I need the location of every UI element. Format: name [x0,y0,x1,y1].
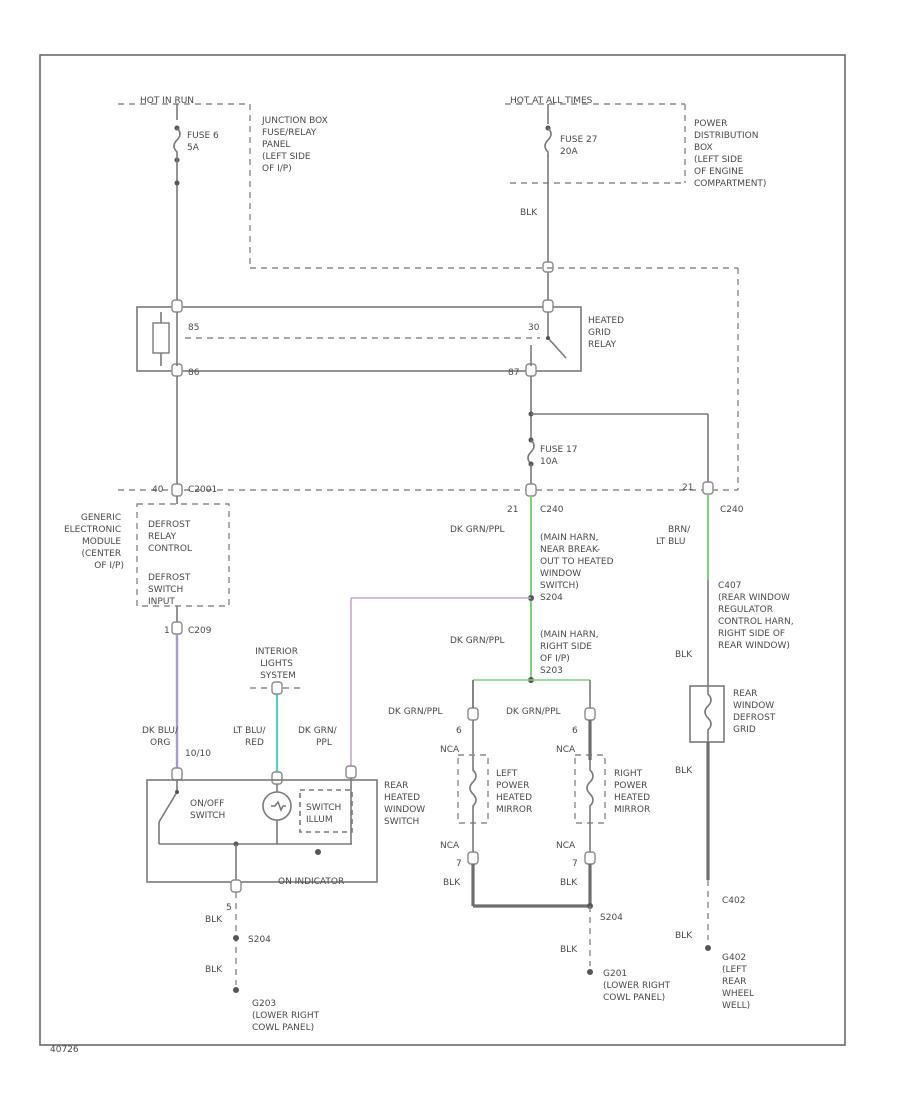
power-distribution-label: POWER DISTRIBUTION BOX (LEFT SIDE OF ENG… [694,119,766,189]
c240-a: C240 [540,505,564,515]
blk-feed-label: BLK [520,208,538,218]
main-harn-splice-2: (MAIN HARN, RIGHT SIDE OF I/P) S203 [540,630,601,676]
dk-grn-ppl-label-4: DK GRN/PPL [506,707,561,717]
on-indicator-label: ON INDICATOR [278,877,344,887]
junction-box-outline [118,267,739,491]
hot-in-run-label: HOT IN RUN [140,96,194,106]
generic-electronic-module [136,496,230,635]
c407-label: C407 (REAR WINDOW REGULATOR CONTROL HARN… [718,581,796,651]
nca-1: NCA [440,745,460,755]
interior-lights-label: INTERIOR LIGHTS SYSTEM [255,647,301,681]
relay-pin-87: 87 [508,368,519,378]
nca-3: NCA [440,841,460,851]
junction-box-label: JUNCTION BOX FUSE/RELAY PANEL (LEFT SIDE… [261,116,331,174]
hot-in-run-feed [118,103,251,305]
interior-lights-feed [250,681,305,776]
figure-code: 40726 [50,1045,79,1055]
blk-mirror-right: BLK [560,878,578,888]
switch-pin-label: 10/10 [185,749,211,759]
blk-switch-ground: BLK [205,965,223,975]
pin-7-left: 7 [456,859,462,869]
pin-6-right: 6 [572,726,578,736]
dk-grn-ppl-label-2: DK GRN/PPL [450,636,505,646]
blk-grid-bottom-label: BLK [675,766,693,776]
main-harn-splice-1: (MAIN HARN, NEAR BREAK- OUT TO HEATED WI… [540,533,616,603]
rear-heated-window-switch [146,634,378,893]
pin-5-label: 5 [226,903,232,913]
switch-ground [233,892,239,993]
rear-heated-window-switch-label: REAR HEATED WINDOW SWITCH [384,781,428,827]
switch-illum-label: SWITCH ILLUM [306,803,344,825]
fuse6-label: FUSE 6 [187,131,219,141]
gem-pin-40: 40 [152,485,164,495]
g203-label: G203 (LOWER RIGHT COWL PANEL) [252,999,322,1033]
fuse27-amp: 20A [560,147,578,157]
relay-pin-86: 86 [188,368,200,378]
blk-switch-label: BLK [205,915,223,925]
gem-connector: C2001 [188,485,217,495]
g402-label: G402 (LEFT REAR WHEEL WELL) [722,953,757,1011]
lt-blu-red-label: LT BLU/ RED [233,726,268,748]
gem-defrost-switch-input: DEFROST SWITCH INPUT [148,573,193,607]
fuse17-label: FUSE 17 [540,445,577,455]
rear-window-grid-branch [689,494,725,951]
relay-pin-30: 30 [528,323,540,333]
fuse17-amp: 10A [540,457,558,467]
relay-outputs [171,376,714,497]
nca-4: NCA [556,841,576,851]
on-off-switch-label: ON/OFF SWITCH [190,799,227,821]
c240-b: C240 [720,505,744,515]
fuse6-amp: 5A [187,143,200,153]
dk-grn-ppl-label-3: DK GRN/PPL [388,707,443,717]
fuse27-label: FUSE 27 [560,135,597,145]
relay-name-label: HEATED GRID RELAY [588,316,627,350]
c240-pin-b: 21 [682,483,693,493]
relay-pin-85: 85 [188,323,199,333]
pin-6-left: 6 [456,726,462,736]
hot-at-all-times-label: HOT AT ALL TIMES [510,96,593,106]
rear-grid-label: REAR WINDOW DEFROST GRID [733,689,778,735]
s204-right-label: S204 [600,913,623,923]
c209-pin: 1 [164,626,170,636]
diagram-frame [39,54,846,1046]
hot-at-all-times-feed [505,103,686,305]
gem-defrost-relay-control: DEFROST RELAY CONTROL [148,520,193,554]
pin-7-right: 7 [572,859,578,869]
s204-label: S204 [248,935,271,945]
right-mirror-label: RIGHT POWER HEATED MIRROR [614,769,653,815]
dk-grn-ppl-circuit [350,496,591,768]
g201-label: G201 (LOWER RIGHT COWL PANEL) [603,969,673,1003]
heated-grid-relay [136,299,582,377]
c209-label: C209 [188,626,212,636]
blk-mirror-ground: BLK [560,945,578,955]
c402-label: C402 [722,896,745,906]
mirror-circuits [457,680,606,975]
dk-grn-ppl-label-1: DK GRN/PPL [450,525,505,535]
blk-ground-label: BLK [675,931,693,941]
gem-label: GENERIC ELECTRONIC MODULE (CENTER OF I/P… [64,513,124,571]
c240-pin-a: 21 [507,505,518,515]
blk-grid-top-label: BLK [675,650,693,660]
blk-mirror-left: BLK [443,878,461,888]
dk-grn-ppl-label-5: DK GRN/ PPL [298,726,340,748]
nca-2: NCA [556,745,576,755]
brn-lt-blu-label: BRN/ LT BLU [656,525,693,547]
dk-blu-org-label: DK BLU/ ORG [142,726,181,748]
left-mirror-label: LEFT POWER HEATED MIRROR [496,769,535,815]
